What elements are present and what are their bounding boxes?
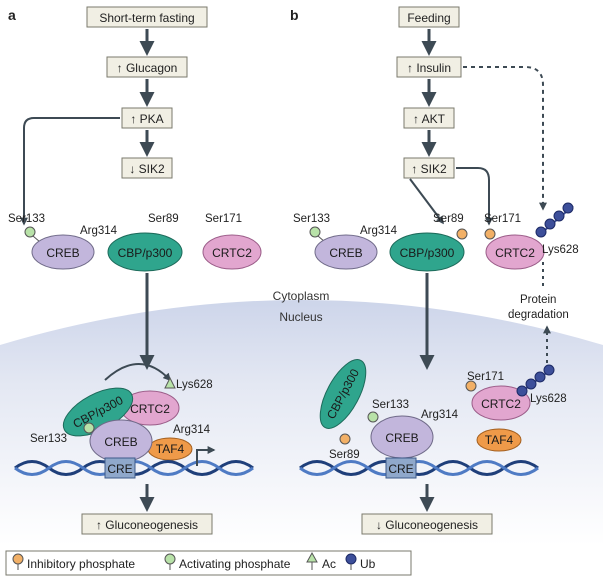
ser171-b-nuclear-label: Ser171 — [467, 371, 504, 383]
ser171-label: Ser171 — [205, 213, 242, 225]
ubiquitin-chain-nuclear-icon — [516, 364, 555, 397]
sik2-b-box-label: ↑ SIK2 — [411, 162, 447, 176]
cre-label: CRE — [107, 462, 132, 476]
cbp-p300-b-label: CBP/p300 — [400, 246, 455, 260]
activating-phosphate-legend-icon — [164, 553, 176, 565]
arg314-b-nuclear-label: Arg314 — [421, 409, 459, 421]
activating-phosphate-b-nuclear-icon — [367, 411, 379, 423]
activating-phosphate-b-icon — [309, 226, 321, 238]
feeding-box — [398, 6, 460, 28]
cre-box — [104, 457, 136, 479]
lys628-b-nuclear-label: Lys628 — [530, 393, 567, 405]
arg314-nuclear-label: Arg314 — [173, 424, 211, 436]
panel-b: Feeding ↑ Insulin ↑ AKT ↑ SIK2 Ser133 CR… — [293, 6, 579, 535]
crtc2-b-label: CRTC2 — [495, 246, 535, 260]
crtc2-oval — [202, 234, 262, 270]
arg314-label: Arg314 — [80, 225, 118, 237]
panel-b-label: b — [290, 7, 299, 23]
cbp-p300-b-oval — [389, 232, 465, 272]
creb-label: CREB — [46, 246, 79, 260]
fasting-box-label: Short-term fasting — [99, 11, 194, 25]
panel-a: Short-term fasting ↑ Glucagon ↑ PKA ↓ SI… — [8, 6, 262, 535]
ubiquitin-legend-icon — [345, 553, 357, 565]
ser89-b-nuclear-label: Ser89 — [329, 449, 360, 461]
inhibitory-phosphate-legend-icon — [12, 553, 24, 565]
inhibitory-phosphate-crtc2-icon — [484, 228, 496, 240]
cbp-p300-b-nuclear-oval — [319, 359, 367, 429]
arg314-b-label: Arg314 — [360, 225, 398, 237]
acetyl-icon — [164, 376, 176, 389]
gluconeogenesis-down-box — [361, 513, 493, 535]
lys628-label: Lys628 — [176, 379, 213, 391]
ser89-b-label: Ser89 — [433, 213, 464, 225]
inhibitory-phosphate-b-nuclear-icon — [339, 433, 351, 445]
crtc2-b-oval — [485, 234, 545, 270]
creb-nuclear-label: CREB — [104, 435, 137, 449]
gluconeogenesis-up-box — [81, 513, 213, 535]
protein-degradation-label: Protein degradation — [508, 294, 569, 321]
fasting-box — [86, 6, 208, 28]
insulin-box-label: ↑ Insulin — [407, 61, 451, 75]
legend-activating: Activating phosphate — [179, 557, 291, 571]
legend-ub: Ub — [360, 557, 376, 571]
gluconeogenesis-up-label: ↑ Gluconeogenesis — [96, 518, 198, 532]
creb-oval — [31, 234, 95, 270]
sik2-box-label: ↓ SIK2 — [129, 162, 165, 176]
feeding-box-label: Feeding — [407, 11, 450, 25]
insulin-box — [396, 56, 462, 78]
cbp-p300-label: CBP/p300 — [118, 246, 173, 260]
creb-b-nuclear-label: CREB — [385, 431, 418, 445]
crtc2-nuclear-label: CRTC2 — [130, 402, 170, 416]
cytoplasm-label: Cytoplasm — [273, 289, 330, 303]
legend: Inhibitory phosphate Activating phosphat… — [5, 550, 412, 576]
cre-b-box — [385, 457, 417, 479]
inhibitory-phosphate-crtc2-nuclear-icon — [465, 380, 477, 392]
ser133-b-nuclear-label: Ser133 — [372, 399, 409, 411]
crtc2-b-nuclear-oval — [471, 385, 531, 421]
taf4-b-label: TAF4 — [485, 433, 514, 447]
glucagon-box-label: ↑ Glucagon — [117, 61, 178, 75]
ser133-b-label: Ser133 — [293, 213, 330, 225]
akt-box — [403, 107, 455, 129]
ser89-label: Ser89 — [148, 213, 179, 225]
lys628-b-label: Lys628 — [542, 244, 579, 256]
taf4-label: TAF4 — [156, 442, 185, 456]
sik2-b-box — [403, 157, 455, 179]
crtc2-b-nuclear-label: CRTC2 — [481, 397, 521, 411]
dna-helix-b — [299, 460, 539, 476]
taf4-b-oval — [476, 428, 522, 452]
crtc2-label: CRTC2 — [212, 246, 252, 260]
cbp-p300-oval — [107, 232, 183, 272]
creb-b-oval — [314, 234, 378, 270]
ser133-nuclear-label: Ser133 — [30, 433, 67, 445]
transcription-start-arrow — [196, 446, 216, 466]
legend-ac: Ac — [322, 557, 336, 571]
activating-phosphate-icon — [24, 226, 36, 238]
glucagon-box — [106, 56, 188, 78]
inhibitory-phosphate-b-icon — [456, 228, 468, 240]
legend-inhibitory: Inhibitory phosphate — [27, 557, 135, 571]
cre-b-label: CRE — [388, 462, 413, 476]
pka-box — [121, 107, 173, 129]
akt-box-label: ↑ AKT — [413, 112, 446, 126]
ser171-b-label: Ser171 — [484, 213, 521, 225]
panel-a-label: a — [8, 7, 16, 23]
sik2-box — [121, 157, 173, 179]
ubiquitin-chain-icon — [535, 202, 574, 238]
nucleus-label: Nucleus — [279, 310, 322, 324]
gluconeogenesis-down-label: ↓ Gluconeogenesis — [376, 518, 478, 532]
ser133-label: Ser133 — [8, 213, 45, 225]
activating-phosphate-nuclear-icon — [83, 422, 95, 434]
creb-b-label: CREB — [329, 246, 362, 260]
pka-box-label: ↑ PKA — [130, 112, 163, 126]
